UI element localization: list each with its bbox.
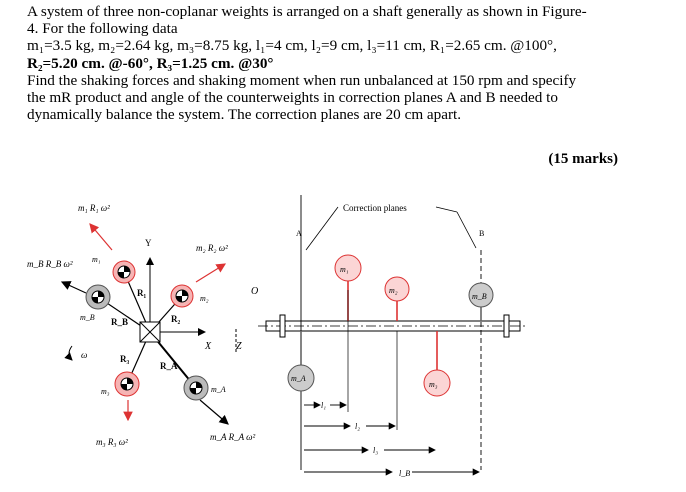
problem-line-4: R₂=5.20 cm. @-60°, R₃=1.25 cm. @30° bbox=[27, 54, 274, 72]
end-mass-m1 bbox=[112, 260, 136, 284]
mBRBw2-label: m_B R_B ω² bbox=[27, 259, 73, 269]
m3-label: m₃ bbox=[101, 387, 110, 396]
mARAw2-label: m_A R_A ω² bbox=[210, 432, 256, 442]
R2-label: R₂ bbox=[171, 314, 180, 324]
mA-force-arrow bbox=[199, 399, 229, 425]
RA-label: R_A bbox=[160, 361, 178, 371]
x-axis-label: X bbox=[204, 341, 212, 352]
mA-label: m_A bbox=[211, 385, 226, 394]
lB-label: l_B bbox=[399, 469, 410, 478]
mB-force-arrow bbox=[60, 281, 87, 294]
end-mass-m2 bbox=[170, 284, 194, 308]
origin-label: O bbox=[251, 286, 258, 297]
side-mass-mB bbox=[468, 282, 494, 308]
R3-label: R₃ bbox=[120, 354, 129, 364]
problem-line-1: A system of three non-coplanar weights i… bbox=[27, 3, 587, 20]
side-mA-label: m_A bbox=[291, 374, 306, 383]
side-mass-m2 bbox=[384, 276, 410, 302]
R1-label: R₁ bbox=[137, 288, 146, 298]
omega-arrow bbox=[64, 345, 73, 361]
end-mass-mB bbox=[85, 284, 111, 310]
correction-planes-label: Correction planes bbox=[343, 203, 407, 213]
z-axis-label: Z bbox=[236, 341, 242, 352]
end-view-diagram: O m₁ R₁ ω² m₂ R₂ ω² m₃ R₃ ω² m_A R_A ω² … bbox=[27, 203, 258, 447]
m1R1w2-label: m₁ R₁ ω² bbox=[78, 203, 110, 213]
end-mass-m3 bbox=[114, 371, 140, 397]
end-mass-mA bbox=[183, 375, 209, 401]
l3-label: l₃ bbox=[373, 446, 378, 455]
problem-line-3: m₁=3.5 kg, m₂=2.64 kg, m₃=8.75 kg, l₁=4 … bbox=[27, 37, 557, 55]
problem-line-6: the mR product and angle of the counterw… bbox=[27, 89, 558, 107]
problem-line-2: 4. For the following data bbox=[27, 20, 178, 38]
side-m3-label: m₃ bbox=[429, 380, 438, 389]
m3R3w2-label: m₃ R₃ ω² bbox=[96, 437, 128, 447]
y-axis-label: Y bbox=[145, 238, 152, 248]
m2-label: m₂ bbox=[200, 294, 209, 303]
m1-label: m₁ bbox=[92, 255, 101, 264]
m1-force-arrow bbox=[89, 223, 113, 251]
side-m2-label: m₂ bbox=[389, 286, 398, 295]
problem-line-7: dynamically balance the system. The corr… bbox=[27, 106, 462, 124]
side-mass-mA bbox=[287, 364, 315, 392]
plane-B-label: B bbox=[479, 229, 484, 238]
side-m1-label: m₁ bbox=[340, 265, 349, 274]
problem-line-5: Find the shaking forces and shaking mome… bbox=[27, 71, 577, 89]
side-view-diagram: Correction planes A B m₁ m₂ m₃ m_A m_B l… bbox=[258, 195, 528, 478]
RB-label: R_B bbox=[111, 317, 128, 327]
mB-label: m_B bbox=[80, 313, 95, 322]
side-mass-m3 bbox=[423, 369, 451, 397]
m2-force-arrow bbox=[195, 263, 227, 283]
side-mass-m1 bbox=[334, 254, 362, 282]
l1-label: l₁ bbox=[321, 401, 326, 410]
plane-A-label: A bbox=[296, 229, 302, 238]
m2R2w2-label: m₂ R₂ ω² bbox=[196, 243, 228, 253]
problem-statement: A system of three non-coplanar weights i… bbox=[27, 3, 667, 123]
side-mB-label: m_B bbox=[472, 292, 487, 301]
marks-label: (15 marks) bbox=[548, 151, 618, 167]
omega-label: ω bbox=[81, 350, 87, 360]
l2-label: l₂ bbox=[355, 422, 360, 431]
